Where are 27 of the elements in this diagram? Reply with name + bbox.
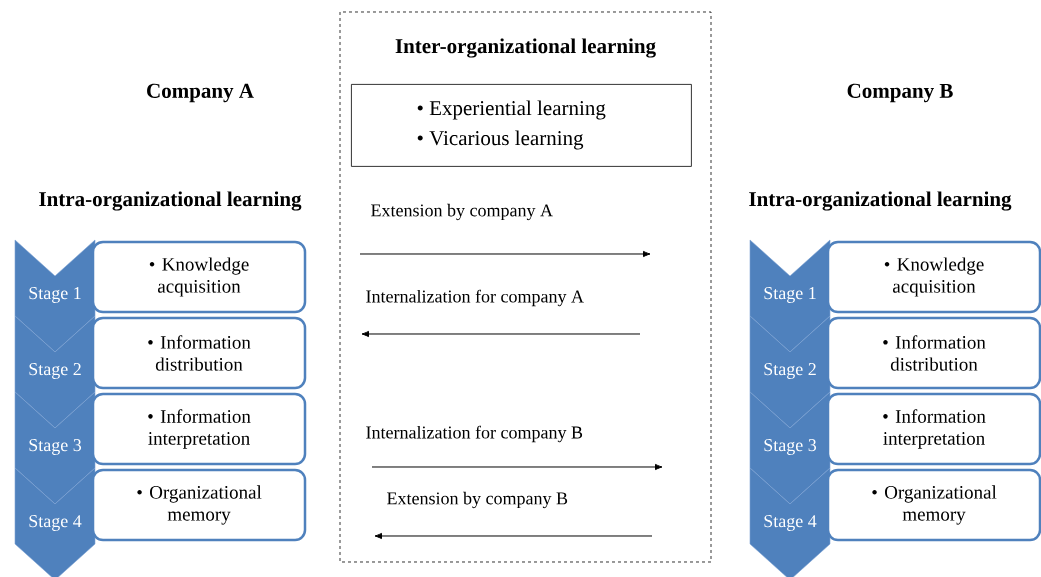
step-box: • Organizational memory xyxy=(91,468,307,542)
step-box: • Knowledge acquisition xyxy=(826,240,1041,314)
list-box: • Experiential learning • Vicarious learning xyxy=(351,84,692,167)
heading: Company A xyxy=(147,83,254,103)
section-heading: Intra-organizational learning xyxy=(749,191,1012,211)
step-box: • Information interpretation xyxy=(91,392,307,466)
step-box: • Information distribution xyxy=(91,316,307,390)
step-box: • Knowledge acquisition xyxy=(91,240,307,314)
stage-band: Stage 4 xyxy=(14,467,96,577)
step-box: • Organizational memory xyxy=(826,468,1041,542)
arrow-label: Extension by company B xyxy=(387,491,568,509)
node-label: Stage 4 xyxy=(764,515,817,531)
arrow-label: Extension by company A xyxy=(371,203,553,221)
node-label: Stage 4 xyxy=(29,515,82,531)
step-box: • Information interpretation xyxy=(826,392,1041,466)
stage-band: Stage 1 xyxy=(749,239,831,353)
arrow-label: Internalization for company B xyxy=(366,425,583,443)
stage-band: Stage 3 xyxy=(14,391,96,505)
stage-band: Stage 1 xyxy=(14,239,96,353)
arrow-label: Internalization for company A xyxy=(366,289,584,307)
heading: Company B xyxy=(847,83,953,103)
stage-band: Stage 4 xyxy=(749,467,831,577)
stage-band: Stage 2 xyxy=(749,315,831,429)
stage-band: Stage 3 xyxy=(749,391,831,505)
step-box: • Information distribution xyxy=(826,316,1041,390)
stage-band: Stage 2 xyxy=(14,315,96,429)
section-heading: Intra-organizational learning xyxy=(39,191,302,211)
